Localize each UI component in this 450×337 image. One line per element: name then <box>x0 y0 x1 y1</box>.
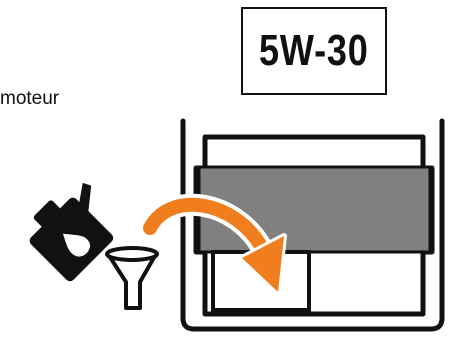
oil-can-icon <box>18 172 129 283</box>
funnel-icon <box>107 248 157 308</box>
engine-icon <box>183 121 442 329</box>
